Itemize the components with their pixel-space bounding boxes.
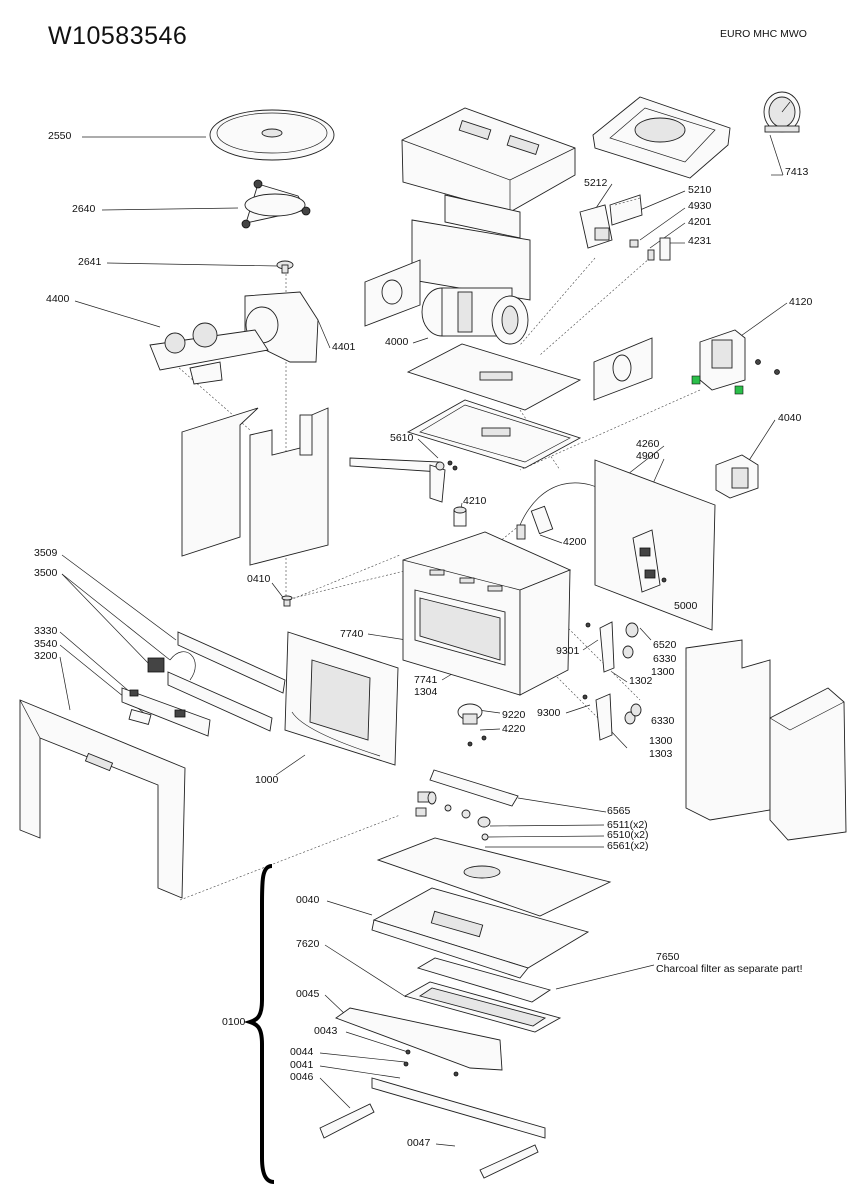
roller-support bbox=[241, 179, 311, 229]
model-name: EURO MHC MWO bbox=[720, 28, 807, 40]
group-bracket bbox=[243, 864, 275, 1184]
part-label: 4200 bbox=[563, 536, 587, 548]
leader-lines bbox=[59, 134, 788, 1147]
part-label: 1304 bbox=[414, 686, 438, 698]
part-label: 1302 bbox=[629, 675, 653, 687]
part-label: 5000 bbox=[674, 600, 698, 612]
part-label: 6510(x2) bbox=[607, 829, 649, 841]
part-label: 2550 bbox=[48, 130, 72, 142]
part-label: 0044 bbox=[290, 1046, 314, 1058]
capacitor bbox=[715, 454, 759, 499]
blower-mounting-plate bbox=[406, 337, 653, 411]
part-label: 4260 bbox=[636, 438, 660, 450]
part-label: 0040 bbox=[296, 894, 320, 906]
group-label: 0100 bbox=[222, 1016, 246, 1028]
part-label: 4930 bbox=[688, 200, 712, 212]
oven-cavity bbox=[402, 531, 572, 696]
part-label: 6561(x2) bbox=[607, 840, 649, 852]
part-label: 1300 bbox=[651, 666, 675, 678]
part-label: 1000 bbox=[255, 774, 279, 786]
part-label: 7741 bbox=[414, 674, 438, 686]
waveguide-cover bbox=[406, 399, 582, 469]
part-label: 3200 bbox=[34, 650, 58, 662]
screw bbox=[281, 595, 293, 607]
part-label: 0045 bbox=[296, 988, 320, 1000]
part-label: 3540 bbox=[34, 638, 58, 650]
lamp-holder-parts bbox=[415, 791, 491, 841]
part-label: 6565 bbox=[607, 805, 631, 817]
light-bar bbox=[429, 769, 519, 807]
part-label: 6330 bbox=[651, 715, 675, 727]
part-label: 4231 bbox=[688, 235, 712, 247]
part-label: 4401 bbox=[332, 341, 356, 353]
part-label: 9300 bbox=[537, 707, 561, 719]
turntable-motor-assembly bbox=[149, 291, 319, 385]
door-switch-bracket bbox=[632, 529, 667, 593]
part-label: 1303 bbox=[649, 748, 673, 760]
document-number: W10583546 bbox=[48, 22, 188, 50]
transformer bbox=[691, 329, 780, 395]
coupler bbox=[276, 260, 294, 274]
part-label: 6330 bbox=[653, 653, 677, 665]
part-label: 3500 bbox=[34, 567, 58, 579]
note-text: Charcoal filter as separate part! bbox=[656, 963, 803, 975]
stirrer-motor bbox=[457, 703, 487, 747]
part-label: 6511(x2) bbox=[607, 819, 648, 831]
part-label: 5212 bbox=[584, 177, 608, 189]
vent-cover bbox=[592, 96, 731, 179]
part-label: 4201 bbox=[688, 216, 712, 228]
bottom-plate bbox=[376, 837, 612, 917]
oven-door bbox=[284, 631, 399, 766]
mounting-rails bbox=[319, 1077, 546, 1179]
filter-frame bbox=[371, 887, 590, 979]
part-label: 6520 bbox=[653, 639, 677, 651]
part-label: 9220 bbox=[502, 709, 526, 721]
part-label: 9301 bbox=[556, 645, 580, 657]
part-label: 0041 bbox=[290, 1059, 314, 1071]
blower-fan-motor bbox=[421, 287, 529, 345]
thermal-fuse bbox=[349, 457, 458, 503]
air-guide-panels bbox=[364, 194, 531, 327]
switch-bracket-assembly bbox=[579, 194, 671, 261]
top-cover bbox=[401, 107, 576, 213]
part-label: 1300 bbox=[649, 735, 673, 747]
door-hinge-parts bbox=[582, 621, 642, 741]
turntable-glass-tray bbox=[209, 109, 335, 161]
part-label: 2640 bbox=[72, 203, 96, 215]
part-label: 4220 bbox=[502, 723, 526, 735]
part-label: 4900 bbox=[636, 450, 660, 462]
part-label: 0043 bbox=[314, 1025, 338, 1037]
part-label: 0410 bbox=[247, 573, 271, 585]
part-label: 5610 bbox=[390, 432, 414, 444]
part-label: 7740 bbox=[340, 628, 364, 640]
part-label: 7620 bbox=[296, 938, 320, 950]
front-frame bbox=[19, 699, 186, 899]
part-label: 4210 bbox=[463, 495, 487, 507]
right-side-panels bbox=[685, 639, 847, 841]
part-label: 0046 bbox=[290, 1071, 314, 1083]
part-label: 4400 bbox=[46, 293, 70, 305]
note-code: 7650 bbox=[656, 951, 680, 963]
part-label: 3509 bbox=[34, 547, 58, 559]
part-label: 4040 bbox=[778, 412, 802, 424]
part-label: 4000 bbox=[385, 336, 409, 348]
grease-filter bbox=[403, 981, 562, 1033]
part-label: 0047 bbox=[407, 1137, 431, 1149]
charcoal-filter-note: 7650 Charcoal filter as separate part! bbox=[656, 951, 803, 975]
charcoal-filter bbox=[416, 957, 552, 1003]
magnetron-fuse bbox=[453, 506, 467, 527]
part-label: 7413 bbox=[785, 166, 809, 178]
part-label: 3330 bbox=[34, 625, 58, 637]
filter-cover bbox=[335, 1007, 503, 1077]
part-label: 5210 bbox=[688, 184, 712, 196]
back-panel bbox=[594, 459, 716, 631]
left-side-panels bbox=[181, 407, 329, 566]
part-label: 4120 bbox=[789, 296, 813, 308]
part-label: 2641 bbox=[78, 256, 102, 268]
thermostat-component bbox=[763, 91, 801, 133]
control-board-assembly bbox=[121, 631, 286, 737]
